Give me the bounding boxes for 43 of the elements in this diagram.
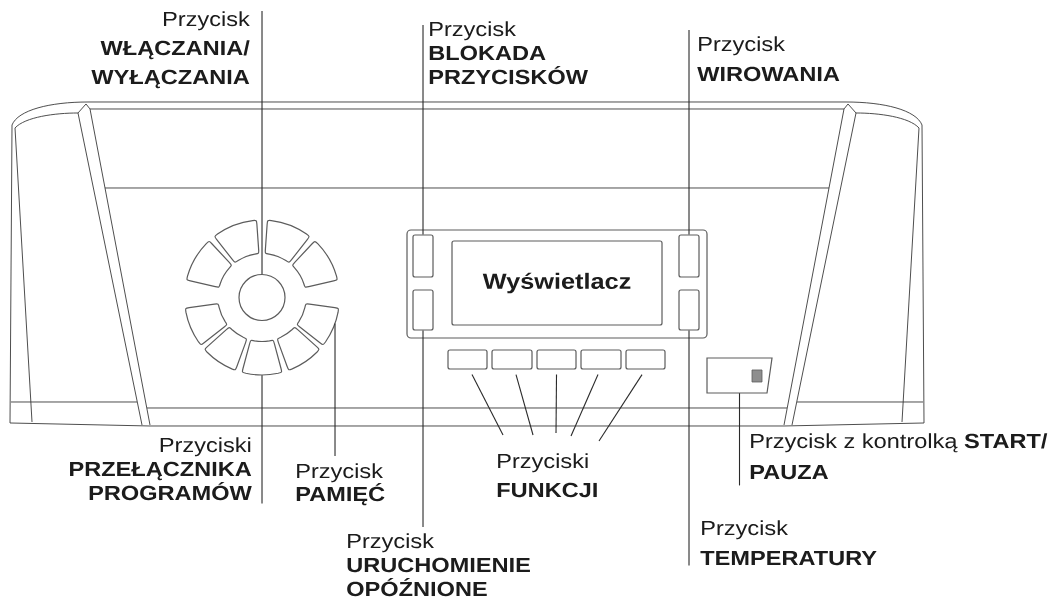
program-button [204, 327, 247, 371]
leader-line [422, 24, 424, 235]
callout-text: Przycisk WŁĄCZANIA/ WYŁĄCZANIA [91, 11, 250, 89]
program-button [277, 327, 320, 371]
function-button [625, 349, 666, 370]
program-button [292, 240, 338, 288]
leader-line [334, 322, 336, 457]
callout-text: Przycisk URUCHOMIENIE OPÓŹNIONE [347, 533, 530, 597]
leader-line [261, 10, 263, 275]
leader-line [688, 330, 690, 566]
display-screen: Wyświetlacz [451, 240, 663, 326]
function-button [491, 349, 533, 370]
display-button [412, 289, 434, 331]
function-button [536, 349, 577, 370]
function-button [580, 349, 622, 370]
callout-text: Przycisk z kontrolką START/ PAUZA [750, 433, 1048, 480]
callout-text: Przycisk WIROWANIA [697, 36, 840, 82]
leader-line [688, 29, 690, 235]
program-button [241, 339, 283, 376]
leader-line [515, 374, 534, 436]
leader-line [598, 374, 643, 442]
callout-text: Przyciski PRZEŁĄCZNIKA PROGRAMÓW [70, 437, 252, 501]
callout-text: Przyciski FUNKCJI [497, 453, 597, 498]
leader-line [570, 374, 599, 437]
function-button [447, 349, 488, 370]
program-button [296, 303, 340, 346]
leader-line [555, 374, 558, 434]
program-button [214, 219, 260, 263]
power-button [238, 273, 286, 322]
leader-line [422, 330, 424, 528]
display-button [678, 234, 700, 278]
leader-line [738, 392, 741, 486]
program-button [185, 303, 228, 346]
leader-line [261, 374, 263, 504]
display-button [678, 289, 700, 331]
callout-text: Przycisk TEMPERATURY [700, 520, 877, 566]
program-button [264, 219, 310, 263]
program-button [186, 240, 232, 288]
display-button [412, 234, 434, 278]
start-button [706, 357, 773, 394]
leader-line [471, 374, 504, 436]
callout-text: Przycisk BLOKADA PRZYCISKÓW [429, 21, 588, 85]
callout-text: Przycisk PAMIĘĆ [296, 463, 385, 506]
